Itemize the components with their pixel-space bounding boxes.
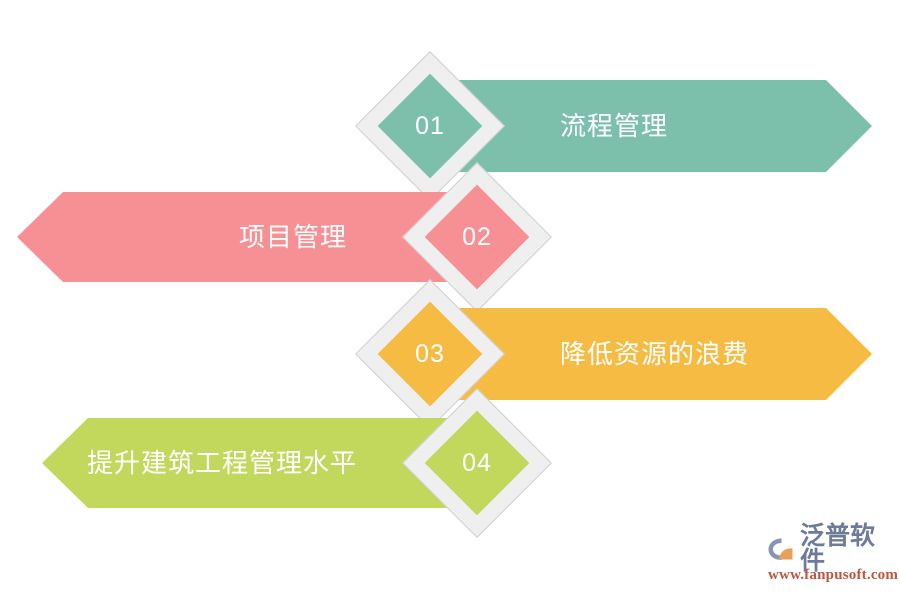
watermark-logo: 泛普软件 www.fanpusoft.com bbox=[768, 524, 899, 587]
step-label-03: 降低资源的浪费 bbox=[560, 339, 750, 369]
step-diamond-03[interactable]: 03 bbox=[355, 279, 505, 429]
step-band-03[interactable]: 降低资源的浪费 bbox=[430, 308, 872, 400]
watermark-brand-row: 泛普软件 bbox=[768, 524, 892, 574]
step-label-04: 提升建筑工程管理水平 bbox=[86, 448, 357, 478]
step-number-03: 03 bbox=[415, 339, 445, 368]
step-number-01: 01 bbox=[415, 111, 445, 140]
step-diamond-01[interactable]: 01 bbox=[355, 51, 505, 201]
fanpu-logo-icon bbox=[768, 538, 793, 560]
step-number-02: 02 bbox=[462, 222, 492, 251]
step-diamond-02[interactable]: 02 bbox=[402, 162, 552, 312]
step-band-02[interactable]: 项目管理 bbox=[17, 192, 477, 282]
watermark-url-text: www.fanpusoft.com bbox=[768, 567, 899, 583]
step-label-02: 项目管理 bbox=[238, 222, 347, 252]
step-number-04: 04 bbox=[462, 448, 492, 477]
watermark-brand-text: 泛普软件 bbox=[800, 522, 876, 575]
step-label-01: 流程管理 bbox=[560, 111, 669, 141]
step-diamond-04[interactable]: 04 bbox=[402, 388, 552, 538]
